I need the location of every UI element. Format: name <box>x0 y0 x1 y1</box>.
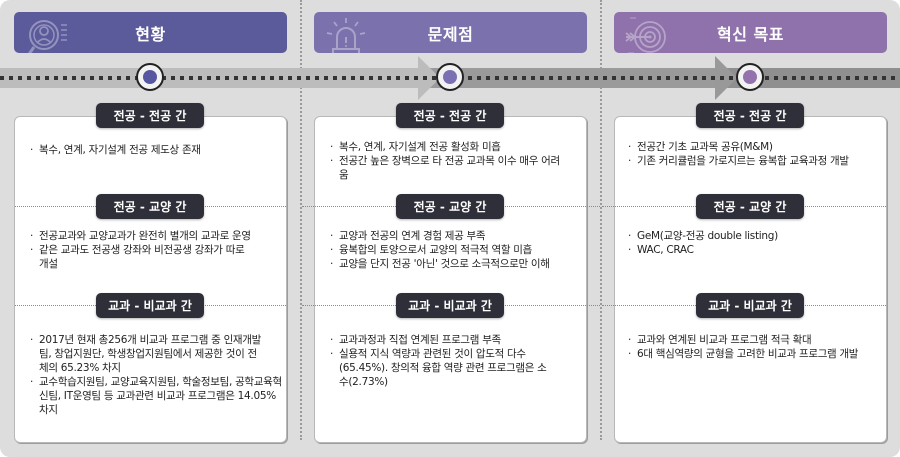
column-title: 혁신 목표 <box>717 24 784 44</box>
bullet-list: 복수, 연계, 자기설계 전공 활성화 미흡 전공간 높은 장벽으로 타 전공 … <box>330 140 580 182</box>
list-item: 전공간 기초 교과목 공유(M&M) <box>628 140 890 154</box>
bullet-list: 2017년 현재 총256개 비교과 프로그램 중 인재개발팀, 창업지원단, … <box>30 333 282 417</box>
column-header-problems: 문제점 <box>314 12 587 53</box>
list-item: 복수, 연계, 자기설계 전공 활성화 미흡 <box>330 140 580 154</box>
timeline-node-problems <box>436 63 464 91</box>
content-card-innovation-goals <box>614 116 887 443</box>
list-item: 교과와 연계된 비교과 프로그램 적극 확대 <box>628 333 890 347</box>
list-item: 전공교과와 교양교과가 완전히 별개의 교과로 운영 <box>30 229 280 243</box>
section-pill-curricular-extracurricular: 교과 - 비교과 간 <box>696 293 804 318</box>
list-item: WAC, CRAC <box>628 243 878 257</box>
list-item: 같은 교과도 전공생 강좌와 비전공생 강좌가 따로 개설 <box>30 243 255 271</box>
section-pill-major-general: 전공 - 교양 간 <box>696 194 804 219</box>
timeline-node-goals <box>736 63 764 91</box>
list-item: 융복합의 토양으로서 교양의 적극적 역할 미흡 <box>330 243 590 257</box>
list-item: GeM(교양-전공 double listing) <box>628 229 878 243</box>
list-item: 6대 핵심역량의 균형을 고려한 비교과 프로그램 개발 <box>628 347 890 361</box>
list-item: 실용적 지식 역량과 관련된 것이 압도적 다수 (65.45%). 창의적 융… <box>330 347 555 389</box>
list-item: 전공간 높은 장벽으로 타 전공 교과목 이수 매우 어려움 <box>330 154 560 182</box>
list-item: 복수, 연계, 자기설계 전공 제도상 존재 <box>30 143 280 157</box>
column-header-innovation-goals: 혁신 목표 <box>614 12 887 53</box>
bullet-list: 교양과 전공의 연계 경험 제공 부족 융복합의 토양으로서 교양의 적극적 역… <box>330 229 590 271</box>
node-dot-icon <box>743 70 757 84</box>
list-item: 교양과 전공의 연계 경험 제공 부족 <box>330 229 590 243</box>
section-pill-major-general: 전공 - 교양 간 <box>96 194 204 219</box>
column-header-current-status: 현황 <box>14 12 287 53</box>
bullet-list: 복수, 연계, 자기설계 전공 제도상 존재 <box>30 143 280 157</box>
bullet-list: 전공교과와 교양교과가 완전히 별개의 교과로 운영 같은 교과도 전공생 강좌… <box>30 229 280 271</box>
list-item: 교과과정과 직접 연계된 프로그램 부족 <box>330 333 580 347</box>
person-search-icon <box>27 20 67 53</box>
section-pill-curricular-extracurricular: 교과 - 비교과 간 <box>96 293 204 318</box>
column-title: 현황 <box>135 24 166 44</box>
bullet-list: 전공간 기초 교과목 공유(M&M) 기존 커리큘럼을 가로지르는 융복합 교육… <box>628 140 890 168</box>
section-pill-curricular-extracurricular: 교과 - 비교과 간 <box>396 293 504 318</box>
column-title: 문제점 <box>427 24 474 44</box>
bullet-list: 교과과정과 직접 연계된 프로그램 부족 실용적 지식 역량과 관련된 것이 압… <box>330 333 580 389</box>
column-separator <box>300 0 302 440</box>
section-pill-major-general: 전공 - 교양 간 <box>396 194 504 219</box>
section-pill-major-major: 전공 - 전공 간 <box>396 103 504 128</box>
node-dot-icon <box>143 70 157 84</box>
target-arrow-icon <box>625 17 666 53</box>
timeline-node-current <box>136 63 164 91</box>
bullet-list: GeM(교양-전공 double listing) WAC, CRAC <box>628 229 878 257</box>
list-item: 교양을 단지 전공 '아닌' 것으로 소극적으로만 이해 <box>330 257 590 271</box>
list-item: 기존 커리큘럼을 가로지르는 융복합 교육과정 개발 <box>628 154 890 168</box>
column-separator <box>600 0 602 440</box>
node-dot-icon <box>443 70 457 84</box>
list-item: 2017년 현재 총256개 비교과 프로그램 중 인재개발팀, 창업지원단, … <box>30 333 262 375</box>
section-pill-major-major: 전공 - 전공 간 <box>696 103 804 128</box>
alarm-siren-icon <box>326 18 366 53</box>
bullet-list: 교과와 연계된 비교과 프로그램 적극 확대 6대 핵심역량의 균형을 고려한 … <box>628 333 890 361</box>
list-item: 교수학습지원팀, 교양교육지원팀, 학술정보팀, 공학교육혁신팀, IT운영팀 … <box>30 375 282 417</box>
section-pill-major-major: 전공 - 전공 간 <box>96 103 204 128</box>
